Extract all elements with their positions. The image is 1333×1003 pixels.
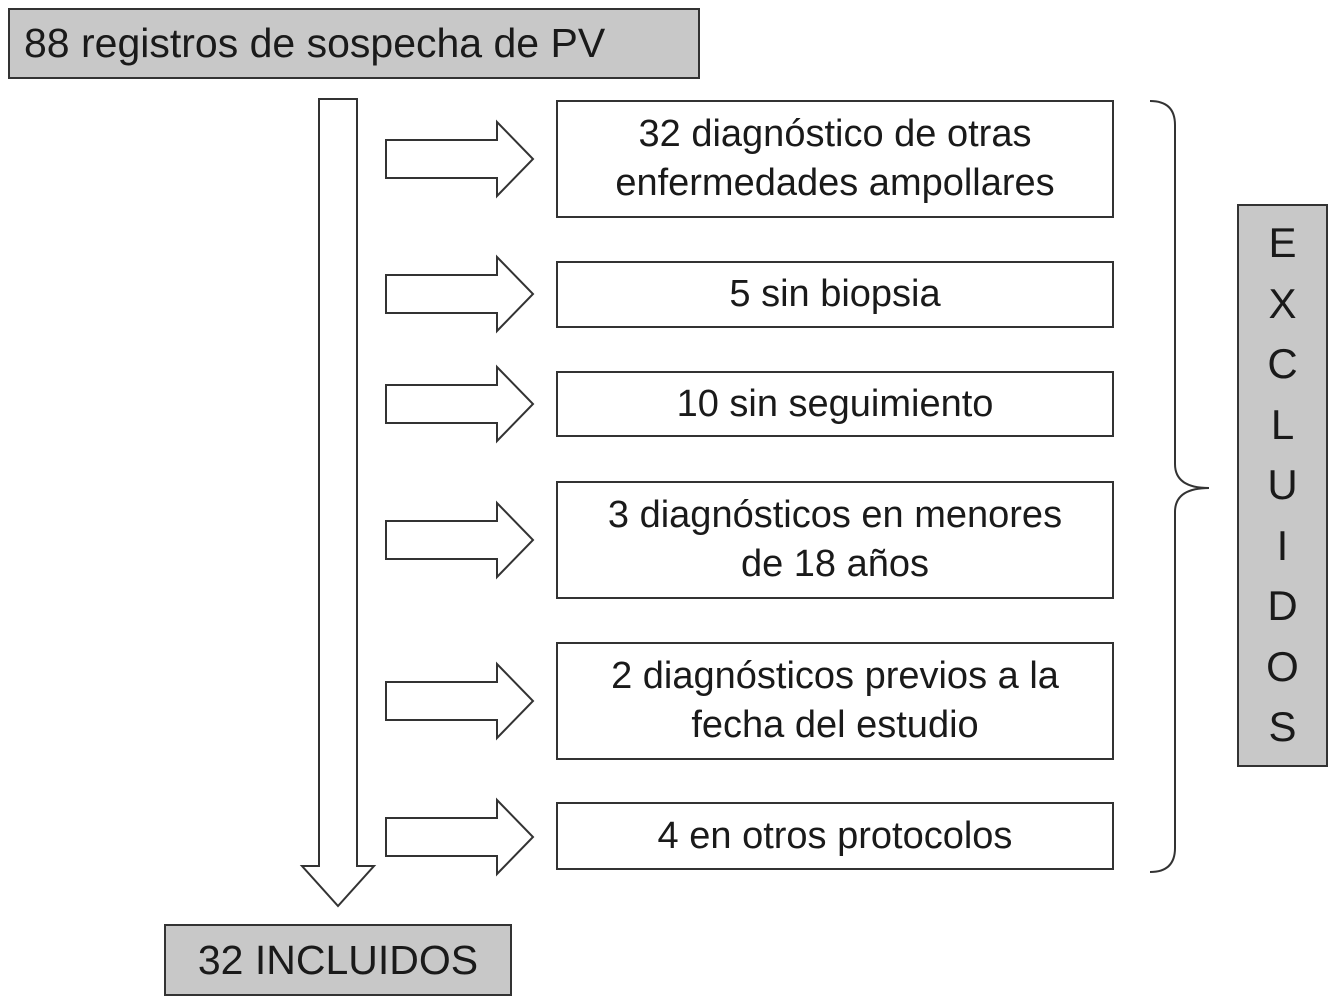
- exclusion-line: 3 diagnósticos en menores: [607, 494, 1063, 536]
- excluded-letter: X: [1268, 279, 1297, 327]
- excluded-letter: D: [1267, 582, 1298, 630]
- exclusion-line: de 18 años: [740, 543, 930, 585]
- exclusion-box-minors: 3 diagnósticos en menores de 18 años: [556, 481, 1114, 599]
- excluded-letter: E: [1268, 219, 1297, 267]
- exclusion-line: 32 diagnóstico de otras: [638, 113, 1032, 155]
- total-records-box: 88 registros de sospecha de PV: [8, 8, 700, 79]
- exclusion-line: 2 diagnósticos previos a la: [611, 655, 1059, 697]
- excluded-label-box: E X C L U I D O S: [1237, 204, 1328, 767]
- exclusion-line: 10 sin seguimiento: [676, 382, 994, 425]
- excluded-letter: C: [1267, 340, 1298, 388]
- excluded-letter: L: [1270, 400, 1295, 448]
- exclusion-brace: [1149, 100, 1210, 873]
- excluded-letter: I: [1276, 521, 1289, 569]
- right-arrow-3: [385, 364, 535, 444]
- exclusion-box-prior-diagnosis: 2 diagnósticos previos a la fecha del es…: [556, 642, 1114, 760]
- right-arrow-5: [385, 661, 535, 741]
- right-arrow-6: [385, 797, 535, 877]
- excluded-letter: S: [1268, 703, 1297, 751]
- exclusion-box-other-protocols: 4 en otros protocolos: [556, 802, 1114, 870]
- included-result-box: 32 INCLUIDOS: [164, 924, 512, 996]
- excluded-letter: U: [1267, 461, 1298, 509]
- exclusion-line: fecha del estudio: [691, 704, 979, 746]
- exclusion-line: 5 sin biopsia: [729, 273, 941, 315]
- excluded-letter: O: [1266, 642, 1299, 690]
- exclusion-box-other-diseases: 32 diagnóstico de otras enfermedades amp…: [556, 100, 1114, 218]
- included-result-label: 32 INCLUIDOS: [197, 936, 479, 983]
- exclusion-line: 4 en otros protocolos: [657, 814, 1013, 857]
- right-arrow-4: [385, 500, 535, 580]
- exclusion-line: enfermedades ampollares: [615, 162, 1055, 204]
- total-records-label: 88 registros de sospecha de PV: [24, 20, 606, 66]
- exclusion-box-no-biopsy: 5 sin biopsia: [556, 261, 1114, 328]
- excluded-vertical-label: E X C L U I D O S: [1266, 213, 1299, 758]
- right-arrow-2: [385, 254, 535, 334]
- right-arrow-1: [385, 119, 535, 199]
- exclusion-box-no-followup: 10 sin seguimiento: [556, 371, 1114, 437]
- main-down-arrow: [299, 98, 377, 908]
